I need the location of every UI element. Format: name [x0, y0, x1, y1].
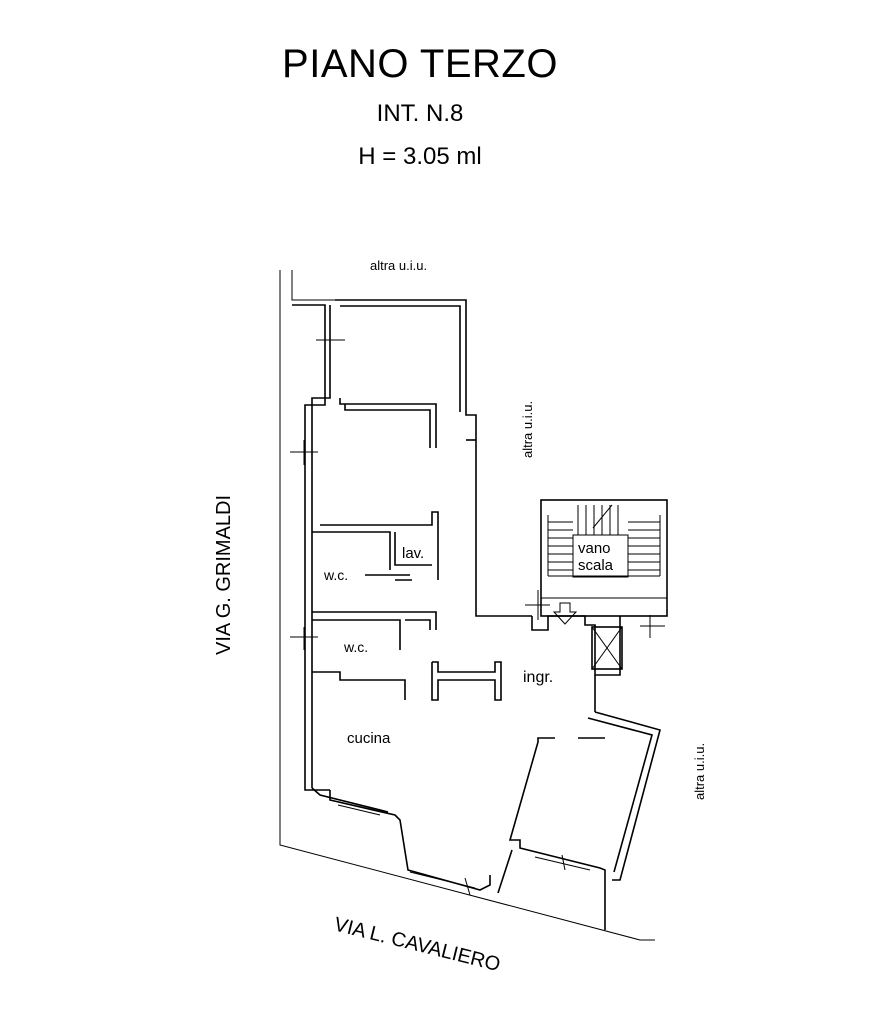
room-label-scala: scala [578, 557, 614, 574]
lift-shaft [591, 626, 623, 670]
entrance-arrow-icon [552, 602, 578, 625]
window-marks [290, 330, 665, 896]
room-label-vano: vano [578, 540, 611, 557]
label-altra-uiu-right-upper: altra u.i.u. [520, 401, 535, 458]
street-label-bottom: VIA L. CAVALIERO [332, 914, 503, 977]
room-label-ingr: ingr. [523, 669, 553, 686]
room-label-wc-1: w.c. [323, 567, 348, 583]
label-altra-uiu-right-lower: altra u.i.u. [692, 743, 707, 800]
room-label-lav: lav. [402, 545, 424, 562]
stair-block [540, 499, 668, 617]
plan-title: PIANO TERZO [282, 42, 558, 86]
room-label-cucina: cucina [347, 730, 391, 747]
unit-number: INT. N.8 [376, 100, 464, 127]
apartment-walls [292, 299, 661, 930]
room-label-wc-2: w.c. [343, 639, 368, 655]
label-altra-uiu-top: altra u.i.u. [370, 258, 427, 273]
ceiling-height: H = 3.05 ml [358, 143, 482, 170]
street-label-left: VIA G. GRIMALDI [213, 495, 235, 655]
site-boundary [279, 270, 655, 941]
